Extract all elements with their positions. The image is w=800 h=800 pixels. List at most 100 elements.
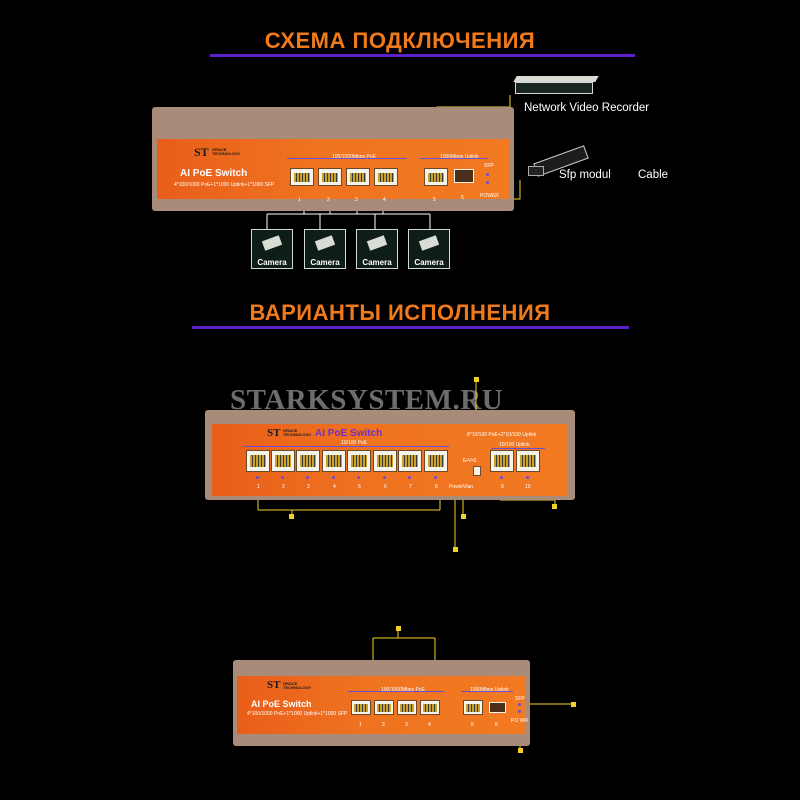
vlan-label: Vlan	[463, 484, 474, 490]
poe-group-frame	[348, 691, 444, 692]
power-label: PO WR	[511, 718, 528, 724]
nvr-device	[513, 76, 599, 96]
port-number: 6	[461, 195, 464, 201]
ethernet-port-1[interactable]	[351, 700, 371, 715]
ethernet-port-5[interactable]	[463, 700, 483, 715]
ethernet-port-2[interactable]	[318, 168, 342, 186]
port-number: 1	[298, 197, 301, 203]
evs-switch-label: E•V•S	[463, 458, 477, 464]
camera-label: Camera	[362, 258, 392, 267]
port-number: 3	[307, 484, 310, 490]
brand-logo: ST	[267, 427, 281, 439]
model-label: AI PoE Switch	[251, 699, 312, 709]
ethernet-port-7[interactable]	[398, 450, 422, 472]
sfp-module	[528, 145, 589, 177]
model-label: AI PoE Switch	[180, 168, 248, 179]
callout-marker	[461, 514, 466, 519]
port-number: 10	[525, 484, 531, 490]
status-led	[486, 173, 489, 176]
poe-group-frame	[287, 158, 407, 159]
uplink-group-label: 1000Mbps Uplink	[470, 687, 509, 693]
heading-divider-2	[192, 326, 629, 329]
port-led	[306, 476, 309, 479]
status-led	[518, 710, 521, 713]
uplink-group-frame	[420, 158, 488, 159]
port-led	[281, 476, 284, 479]
port-number: 3	[355, 197, 358, 203]
brand-logo: ST	[267, 679, 281, 691]
port-number: 2	[282, 484, 285, 490]
ethernet-port-6[interactable]	[373, 450, 397, 472]
camera-4: Camera	[408, 229, 450, 269]
port-number: 4	[428, 722, 431, 728]
port-number: 1	[257, 484, 260, 490]
port-number: 4	[333, 484, 336, 490]
uplink-group-label: 10/100 Uplink	[499, 442, 530, 448]
uplink-group-frame	[461, 691, 513, 692]
port-led	[526, 476, 529, 479]
port-number: 2	[327, 197, 330, 203]
ethernet-port-8[interactable]	[424, 450, 448, 472]
ethernet-port-2[interactable]	[271, 450, 295, 472]
port-number: 6	[384, 484, 387, 490]
cable-label: Cable	[638, 169, 669, 181]
port-number: 3	[405, 722, 408, 728]
ethernet-port-10[interactable]	[516, 450, 540, 472]
sfp-slot-label: SFP	[484, 163, 494, 169]
sfp-slot[interactable]	[489, 702, 506, 713]
power-label: Power	[449, 484, 464, 490]
status-led	[518, 703, 521, 706]
camera-icon	[261, 235, 283, 251]
callout-marker	[453, 547, 458, 552]
ethernet-port-4[interactable]	[374, 168, 398, 186]
port-number: 7	[409, 484, 412, 490]
callout-marker	[518, 748, 523, 753]
uplink-group-frame	[491, 448, 545, 449]
heading-divider-1	[210, 54, 635, 57]
ethernet-port-5[interactable]	[347, 450, 371, 472]
evs-toggle[interactable]	[473, 466, 481, 476]
ethernet-port-3[interactable]	[296, 450, 320, 472]
ethernet-port-1[interactable]	[290, 168, 314, 186]
spec-label: 4*100/1000 PoE+1*1000 Uplink+1*1000 SFP	[247, 711, 348, 717]
power-label: POWER	[480, 193, 499, 199]
sfp-label: Sfp modul	[559, 169, 611, 181]
ethernet-port-1[interactable]	[246, 450, 270, 472]
variants-heading: ВАРИАНТЫ ИСПОЛНЕНИЯ	[249, 300, 551, 325]
camera-label: Camera	[257, 258, 287, 267]
ethernet-port-9[interactable]	[490, 450, 514, 472]
poe-group-label: 10/100 PoE	[341, 440, 368, 446]
poe-group-label: 100/1000Mbps PoE	[381, 687, 425, 693]
connection-scheme-heading: СХЕМА ПОДКЛЮЧЕНИЯ	[264, 28, 536, 53]
uplink-group-label: 1000Mbps Uplink	[440, 154, 479, 160]
callout-marker	[396, 626, 401, 631]
ethernet-port-3[interactable]	[346, 168, 370, 186]
camera-label: Camera	[414, 258, 444, 267]
port-led	[332, 476, 335, 479]
ethernet-port-2[interactable]	[374, 700, 394, 715]
port-number: 2	[382, 722, 385, 728]
model-label: AI PoE Switch	[315, 428, 383, 439]
ethernet-port-3[interactable]	[397, 700, 417, 715]
nvr-label: Network Video Recorder	[524, 102, 650, 114]
ethernet-port-4[interactable]	[420, 700, 440, 715]
port-led	[383, 476, 386, 479]
camera-3: Camera	[356, 229, 398, 269]
sfp-slot[interactable]	[454, 169, 474, 183]
spec-label: 8*10/100 PoE+2*10/100 Uplink	[467, 432, 537, 438]
camera-label: Camera	[310, 258, 340, 267]
ethernet-port-5[interactable]	[424, 168, 448, 186]
port-number: 5	[471, 722, 474, 728]
port-led	[357, 476, 360, 479]
ethernet-port-4[interactable]	[322, 450, 346, 472]
callout-marker	[552, 504, 557, 509]
port-number: 4	[383, 197, 386, 203]
port-led	[408, 476, 411, 479]
port-led	[256, 476, 259, 479]
